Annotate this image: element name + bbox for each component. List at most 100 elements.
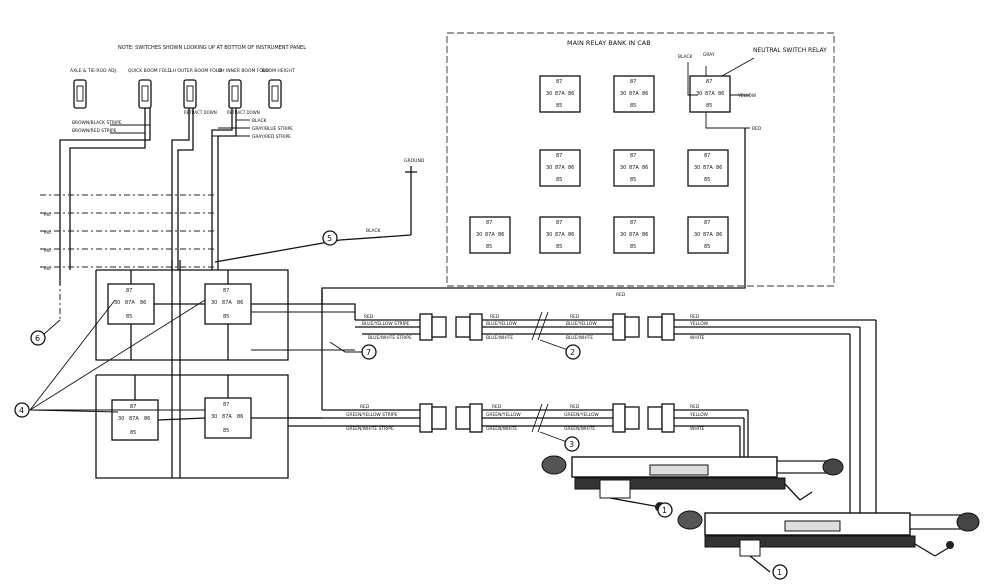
relay-pin-86: 86 (144, 416, 150, 422)
wire-label-black: BLACK (252, 118, 267, 124)
wire-label-red-feed: RED (616, 292, 626, 298)
relay-pin-85: 85 (556, 244, 562, 250)
wire-label-red-g: RED (570, 404, 580, 410)
relay-pin-30: 30 (620, 232, 626, 238)
wire-label-yellow-d: YELLOW (689, 321, 709, 327)
relay-pin-87a: 87A (222, 414, 232, 420)
wire-label-white-d: WHITE (690, 335, 705, 341)
relay-pin-85: 85 (706, 103, 712, 109)
upper-harness: RED BLUE/YELLOW STRIPE BLUE/WHITE STRIPE… (322, 303, 876, 360)
switch-boom-height: BOOM HEIGHT (262, 68, 295, 109)
callout-6-label: 6 (35, 334, 40, 343)
relay-pin-86: 86 (568, 232, 574, 238)
relay-pin-85: 85 (704, 244, 710, 250)
wire-label-gray-red: GRAY/RED STRIPE (252, 134, 291, 140)
relay-pin-87: 87 (704, 220, 710, 226)
relay-pin-87a: 87A (703, 165, 713, 171)
wire-label-black-5: BLACK (366, 228, 381, 234)
relay-pin-87: 87 (556, 220, 562, 226)
callout-7: 7 (366, 348, 371, 357)
wire-label-red-e: RED (360, 404, 370, 410)
wire-label-blue-yellow-b: BLUE/YELLOW (486, 321, 517, 327)
wire-label-green-white-f: GREEN/WHITE (486, 426, 517, 432)
relay-pin-87: 87 (556, 79, 562, 85)
switch-harness: BROWN/BLACK STRIPE BROWN/RED STRIPE BLAC… (59, 108, 293, 285)
relay-pin-85: 85 (126, 314, 132, 320)
callout-1: 1 (662, 506, 667, 515)
relay-pin-86: 86 (718, 91, 724, 97)
relay-pin-87a: 87A (629, 91, 639, 97)
relay-pin-86: 86 (237, 300, 243, 306)
relay-pin-87a: 87A (703, 232, 713, 238)
switch-label: LH OUTER BOOM FOLD (170, 68, 222, 74)
wire-label-yellow-nr: YELLOW (737, 93, 757, 99)
relay-pin-87: 87 (630, 220, 636, 226)
relay-pin-87a: 87A (129, 416, 139, 422)
relay-pin-30: 30 (211, 414, 217, 420)
relay-interconnect-wiring (95, 260, 362, 479)
relay-pin-87: 87 (556, 153, 562, 159)
relay-pin-87a: 87A (555, 165, 565, 171)
wire-label-green-yellow-f: GREEN/YELLOW (486, 412, 521, 418)
relay-pin-86: 86 (642, 165, 648, 171)
relay-pin-85: 85 (704, 177, 710, 183)
relay-pin-30: 30 (694, 232, 700, 238)
wire-label-blue-white-b: BLUE/WHITE (486, 335, 513, 341)
switch-quick-boom-fold: QUICK BOOM FOLD (128, 68, 172, 109)
wire-label-red-b: RED (490, 314, 500, 320)
relay-pin-87a: 87A (629, 232, 639, 238)
wire-label-blue-white-a: BLUE/WHITE STRIPE (368, 335, 412, 341)
relay-pin-86: 86 (568, 91, 574, 97)
callout-6: 6 (30, 319, 61, 346)
relay-pin-30: 30 (546, 165, 552, 171)
wire-label-red-nr: RED (752, 126, 762, 132)
wire-label-yellow-h: YELLOW (689, 412, 709, 418)
wire-label-blue-yellow-c: BLUE/YELLOW (566, 321, 597, 327)
callout-2: 2 (570, 348, 575, 357)
wire-label-gray-nr: GRAY (703, 52, 715, 58)
boom-cylinder-lower: 1 (677, 320, 980, 580)
relay-pin-30: 30 (546, 91, 552, 97)
callout-4: 4 (14, 299, 206, 418)
diode-label: M0 (44, 212, 51, 218)
wire-label-black-nr: BLACK (678, 54, 693, 60)
relay-pin-86: 86 (140, 300, 146, 306)
relay-pin-86: 86 (716, 232, 722, 238)
wire-label-red-d: RED (690, 314, 700, 320)
main-relay-bank: MAIN RELAY BANK IN CAB (446, 32, 835, 287)
red-feed-wire: RED (321, 128, 746, 410)
relay-pin-85: 85 (556, 103, 562, 109)
relay-pin-87: 87 (486, 220, 492, 226)
relay-pin-87a: 87A (555, 232, 565, 238)
relay-pin-87a: 87A (705, 91, 715, 97)
panel-note: NOTE: SWITCHES SHOWN LOOKING UP AT BOTTO… (118, 45, 306, 51)
wire-label-green-yellow-e: GREEN/YELLOW STRIPE (346, 412, 398, 418)
relay-pin-85: 85 (223, 314, 229, 320)
relay-pin-87a: 87A (629, 165, 639, 171)
relay-pin-87a: 87A (485, 232, 495, 238)
wire-label-green-yellow-g: GREEN/YELLOW (564, 412, 599, 418)
switch-rh-inner-boom-fold: RH INNER BOOM FOLD RETRACT DOWN (218, 68, 269, 115)
switch-label: BOOM HEIGHT (262, 68, 295, 74)
black-wire-5: 5 BLACK (214, 228, 412, 263)
relay-pin-86: 86 (568, 165, 574, 171)
switch-sublabel: RETRACT DOWN (184, 110, 217, 115)
wire-label-brown-red: BROWN/RED STRIPE (72, 128, 117, 134)
wire-label-red-a: RED (364, 314, 374, 320)
relay-pin-87: 87 (223, 288, 229, 294)
relay-pin-87a: 87A (125, 300, 135, 306)
relay-pin-87: 87 (126, 288, 132, 294)
relay-bank-title: MAIN RELAY BANK IN CAB (567, 39, 651, 47)
ground-label: GROUND (404, 158, 425, 164)
relay-pin-85: 85 (630, 177, 636, 183)
relay-pin-85: 85 (223, 428, 229, 434)
